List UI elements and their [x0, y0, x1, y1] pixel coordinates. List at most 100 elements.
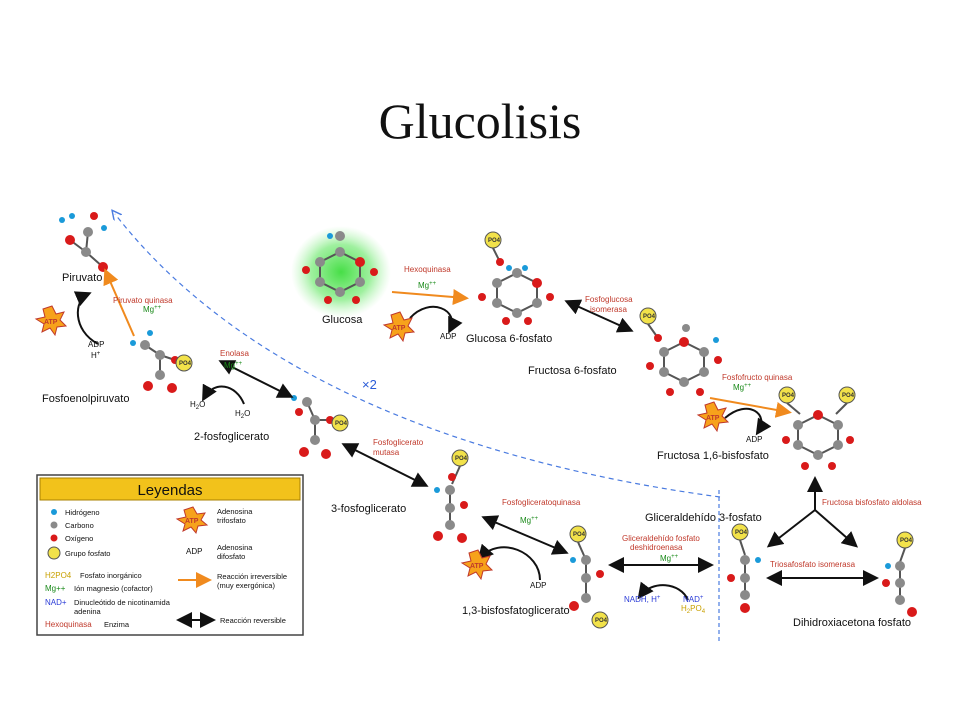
dhap-po4: PO4: [900, 538, 913, 544]
legend-irreversible-2: (muy exergónica): [217, 581, 275, 590]
f16bp-po4-2: PO4: [842, 393, 855, 399]
hexokinase-label: Hexoquinasa: [404, 265, 451, 274]
legend-grupo-fosfato: Grupo fosfato: [65, 549, 110, 558]
glyceraldehyde-3-phosphate-molecule: [727, 523, 761, 613]
legend-sample-h2po4: H2PO4: [45, 571, 72, 580]
hexokinase-atp-curve: [409, 305, 463, 334]
legend-sample-atp: ATP: [185, 518, 199, 525]
svg-text:ATP: ATP: [706, 415, 720, 422]
glucose-6-phosphate-molecule: [478, 231, 554, 325]
pgi-label-2: isomerasa: [590, 305, 627, 314]
atp-star-4: ATP: [34, 305, 68, 337]
pyruvate-molecule: [59, 212, 108, 272]
2pg-po4: PO4: [335, 421, 348, 427]
legend-sample-hexo: Hexoquinasa: [45, 620, 92, 629]
3pg-po4: PO4: [455, 456, 468, 462]
g3p-label: Gliceraldehído 3-fosfato: [645, 512, 762, 524]
gapdh-label-2: deshidroenasa: [630, 543, 683, 552]
atp-star-3: ATP: [460, 549, 494, 581]
fructose-1-6-bisphosphate-molecule: [778, 386, 856, 470]
glucose-molecule: [302, 231, 378, 304]
pgk-arrow: [481, 515, 569, 555]
svg-text:ATP: ATP: [44, 319, 58, 326]
3pg-label: 3-fosfoglicerato: [331, 503, 406, 515]
f6p-po4: PO4: [643, 314, 656, 320]
phosphoenolpyruvate-molecule: [130, 330, 193, 393]
dhap-label: Dihidroxiacetona fosfato: [793, 617, 911, 629]
legend-box: Leyendas Hidrógeno Carbono Oxígeno Grupo…: [36, 474, 304, 636]
gapdh-h2po4: H2PO4: [681, 604, 706, 615]
f16bp-label: Fructosa 1,6-bisfosfato: [657, 450, 769, 462]
hexokinase-mg: Mg++: [418, 281, 437, 290]
aldolase-left: [766, 509, 816, 548]
pyruvate-kinase-mg: Mg++: [143, 305, 162, 314]
legend-atp-1: Adenosina: [217, 507, 253, 516]
13bpg-po4-2: PO4: [595, 618, 608, 624]
dihydroxyacetone-phosphate-molecule: [882, 531, 917, 617]
x2-label: ×2: [362, 377, 377, 392]
pyruvate-kinase-h: H+: [91, 351, 101, 360]
pyruvate-kinase-arrow: [103, 268, 135, 337]
1-3-bisphosphoglycerate-molecule: [569, 525, 609, 629]
gapdh-nad-curve: [637, 581, 689, 601]
fructose-6-phosphate-molecule: [639, 307, 722, 396]
pep-label: Fosfoenolpiruvato: [42, 393, 129, 405]
pyruvate-kinase-atp-curve: [73, 291, 99, 345]
aldolase-label: Fructosa bisfosfato aldolasa: [822, 498, 922, 507]
glucose-glow: [291, 226, 391, 318]
legend-sample-adp: ADP: [186, 547, 202, 556]
legend-sample-mg: Mg++: [45, 584, 66, 593]
enolase-label: Enolasa: [220, 349, 249, 358]
13bpg-po4-1: PO4: [573, 532, 586, 538]
atp-star-1: ATP: [382, 311, 416, 343]
page-title: Glucolisis: [378, 93, 582, 149]
legend-dinucleotido-2: adenina: [74, 607, 102, 616]
g6p-label: Glucosa 6-fosfato: [466, 333, 552, 345]
pgk-label: Fosfogliceratoquinasa: [502, 498, 581, 507]
legend-adp-1: Adenosina: [217, 543, 253, 552]
legend-adp-2: difosfato: [217, 552, 245, 561]
pgi-arrow: [564, 299, 634, 333]
atp-star-2: ATP: [696, 401, 730, 433]
gapdh-nad: NAD+: [683, 595, 704, 604]
f16bp-po4-1: PO4: [782, 393, 795, 399]
gapdh-nadh: NADH, H+: [624, 595, 661, 604]
legend-carbono: Carbono: [65, 521, 94, 530]
3-phosphoglycerate-molecule: [433, 449, 469, 543]
g3p-po4: PO4: [735, 530, 748, 536]
pgm-label-1: Fosfoglicerato: [373, 438, 424, 447]
pep-po4: PO4: [179, 361, 192, 367]
legend-dinucleotido-1: Dinucleótido de nicotinamida: [74, 598, 171, 607]
enolase-water-curve: [202, 383, 245, 405]
legend-enzima: Enzima: [104, 620, 130, 629]
pfk-arrow: [709, 397, 792, 418]
2-phosphoglycerate-molecule: [291, 395, 349, 459]
pgk-mg: Mg++: [520, 516, 539, 525]
enolase-arrow: [218, 360, 294, 398]
pyruvate-kinase-adp: ADP: [88, 340, 104, 349]
2pg-label: 2-fosfoglicerato: [194, 431, 269, 443]
legend-irreversible-1: Reacción irreversible: [217, 572, 287, 581]
legend-oxigeno: Oxígeno: [65, 534, 93, 543]
pgk-adp: ADP: [530, 581, 546, 590]
pgi-label-1: Fosfoglucosa: [585, 295, 633, 304]
pfk-mg: Mg++: [733, 383, 752, 392]
f6p-label: Fructosa 6-fosfato: [528, 365, 617, 377]
legend-hidrogeno: Hidrógeno: [65, 508, 100, 517]
svg-text:ATP: ATP: [470, 563, 484, 570]
legend-reversible: Reacción reversible: [220, 616, 286, 625]
gapdh-label-1: Gliceraldehído fosfato: [622, 534, 700, 543]
enolase-water-out: H2O: [190, 400, 205, 411]
pgk-atp-curve: [477, 543, 541, 581]
pyruvate-label: Piruvato: [62, 272, 102, 284]
hexokinase-adp: ADP: [440, 332, 456, 341]
g6p-po4: PO4: [488, 238, 501, 244]
enolase-mg: Mg++: [224, 361, 243, 370]
tpi-label: Triosafosfato isomerasa: [770, 560, 856, 569]
pyruvate-kinase-label: Piruvato quinasa: [113, 296, 173, 305]
glucose-label: Glucosa: [322, 314, 363, 326]
legend-ion-magnesio: Ión magnesio (cofactor): [74, 584, 153, 593]
pgm-arrow: [341, 443, 429, 487]
aldolase-right: [814, 509, 859, 548]
